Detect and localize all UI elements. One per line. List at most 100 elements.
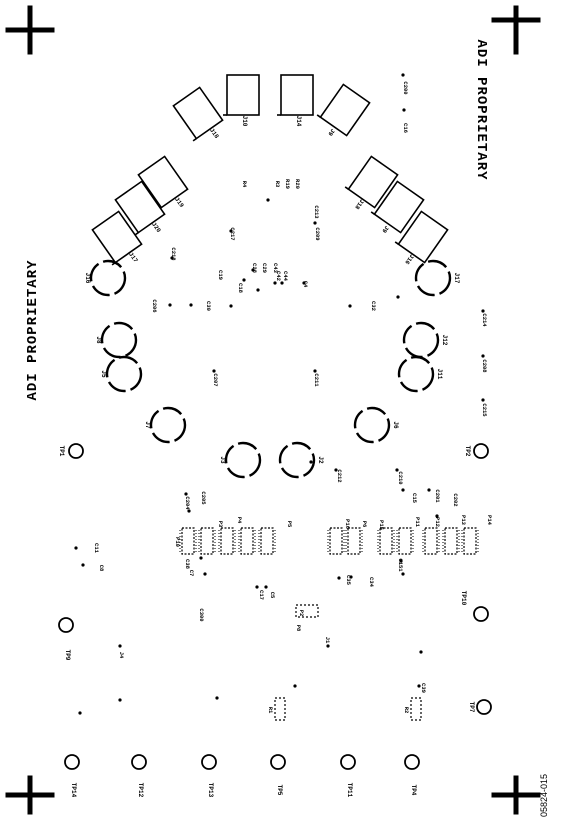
part-designator: P8	[295, 625, 302, 632]
connector-outline	[137, 155, 189, 209]
part-designator: R2	[403, 707, 410, 714]
test-point-label: TP1	[58, 446, 65, 457]
ic-footprints	[179, 527, 479, 555]
jack-label: J7	[144, 421, 151, 429]
part-designator: C206	[151, 299, 158, 312]
connector-label: J20	[150, 221, 162, 234]
part-designator: C42	[275, 271, 282, 281]
connector-outline	[172, 86, 224, 140]
part-designator: C32	[370, 301, 377, 311]
ic-footprint	[422, 527, 440, 555]
via-pad	[396, 295, 400, 299]
edge-connectors	[91, 74, 449, 266]
part-designator: P6	[361, 521, 368, 528]
ic-footprint	[442, 527, 460, 555]
part-designator: C30	[205, 301, 212, 311]
via-pad	[273, 281, 277, 285]
connector-label: J14	[295, 116, 302, 127]
connector-label: J18	[208, 127, 220, 140]
test-point-label: TP13	[207, 783, 214, 798]
part-designator: P2	[298, 610, 305, 617]
jack-circle	[278, 441, 316, 479]
connector-outline	[226, 74, 260, 116]
connector-outline	[319, 83, 371, 137]
via-pad	[293, 684, 297, 688]
via-pad	[326, 644, 330, 648]
part-designator: C5	[269, 592, 276, 599]
via-pad	[401, 73, 405, 77]
test-point-ring	[64, 754, 80, 770]
connector-tab	[192, 137, 197, 142]
via-pad	[266, 198, 270, 202]
via-pad	[255, 585, 259, 589]
connector-label: J10	[241, 116, 248, 127]
via-pad	[251, 268, 255, 272]
jack-circle	[402, 321, 440, 359]
connector-tab	[370, 211, 375, 215]
part-designator: C210	[397, 471, 404, 484]
part-designator: C29	[261, 263, 268, 273]
ic-outline	[181, 527, 195, 555]
test-point-ring	[473, 443, 489, 459]
via-pads	[74, 73, 485, 715]
part-designator: C151	[397, 558, 404, 572]
test-point-ring	[131, 754, 147, 770]
part-designator: C35	[345, 575, 352, 586]
via-pad	[481, 309, 485, 313]
connector-outline	[373, 180, 425, 234]
part-designator: C209	[314, 227, 321, 240]
via-pad	[187, 509, 191, 513]
banner-right: ADI PROPRIETARY	[473, 39, 489, 180]
via-pad	[399, 559, 403, 563]
part-designator: C16	[402, 123, 409, 133]
connector-outline	[114, 180, 166, 234]
figure-id: 05824-015	[539, 774, 549, 817]
via-pad	[118, 698, 122, 702]
connector-label: J18	[353, 198, 365, 211]
via-pad	[481, 354, 485, 358]
via-pad	[212, 369, 216, 373]
connector-body	[277, 74, 314, 116]
test-point-label: TP4	[410, 785, 417, 796]
connector-body	[344, 155, 399, 209]
part-designator: P15	[378, 520, 385, 531]
part-designator: J1	[324, 637, 331, 644]
jack-circle	[105, 355, 143, 393]
via-pad	[348, 304, 352, 308]
via-pad	[215, 696, 219, 700]
via-pad	[81, 563, 85, 567]
via-pad	[168, 303, 172, 307]
footprint-r2	[410, 697, 422, 721]
part-designator: J4	[118, 652, 125, 659]
part-designator: C8	[98, 565, 105, 572]
ic-footprint	[345, 527, 363, 555]
ic-outline	[424, 527, 438, 555]
jack-label: J3	[219, 456, 226, 464]
test-point-label: TP9	[64, 650, 71, 661]
via-pad	[481, 398, 485, 402]
ic-footprint	[377, 527, 395, 555]
registration-cross-top-left	[5, 5, 55, 55]
via-pad	[118, 644, 122, 648]
part-designator: R1	[267, 707, 274, 714]
connector-body	[394, 210, 449, 264]
part-designator: C18	[237, 283, 244, 294]
jack-circle	[414, 259, 452, 297]
part-designator: C205	[200, 491, 207, 505]
jack-label: J17	[453, 273, 460, 284]
jack-label: J2	[317, 456, 324, 464]
via-pad	[184, 492, 188, 496]
ic-footprint	[461, 527, 479, 555]
connector-label: J9	[326, 127, 336, 137]
part-designator: P14	[486, 515, 493, 526]
via-pad	[417, 684, 421, 688]
part-designator: C200	[402, 81, 409, 94]
part-designator: C4	[302, 281, 309, 288]
part-designator: C213	[313, 205, 320, 219]
part-designator: C39	[420, 683, 427, 693]
registration-cross-bottom-right	[491, 775, 541, 815]
test-point-ring	[340, 754, 356, 770]
part-designator: P5	[286, 521, 293, 528]
via-pad	[419, 650, 423, 654]
